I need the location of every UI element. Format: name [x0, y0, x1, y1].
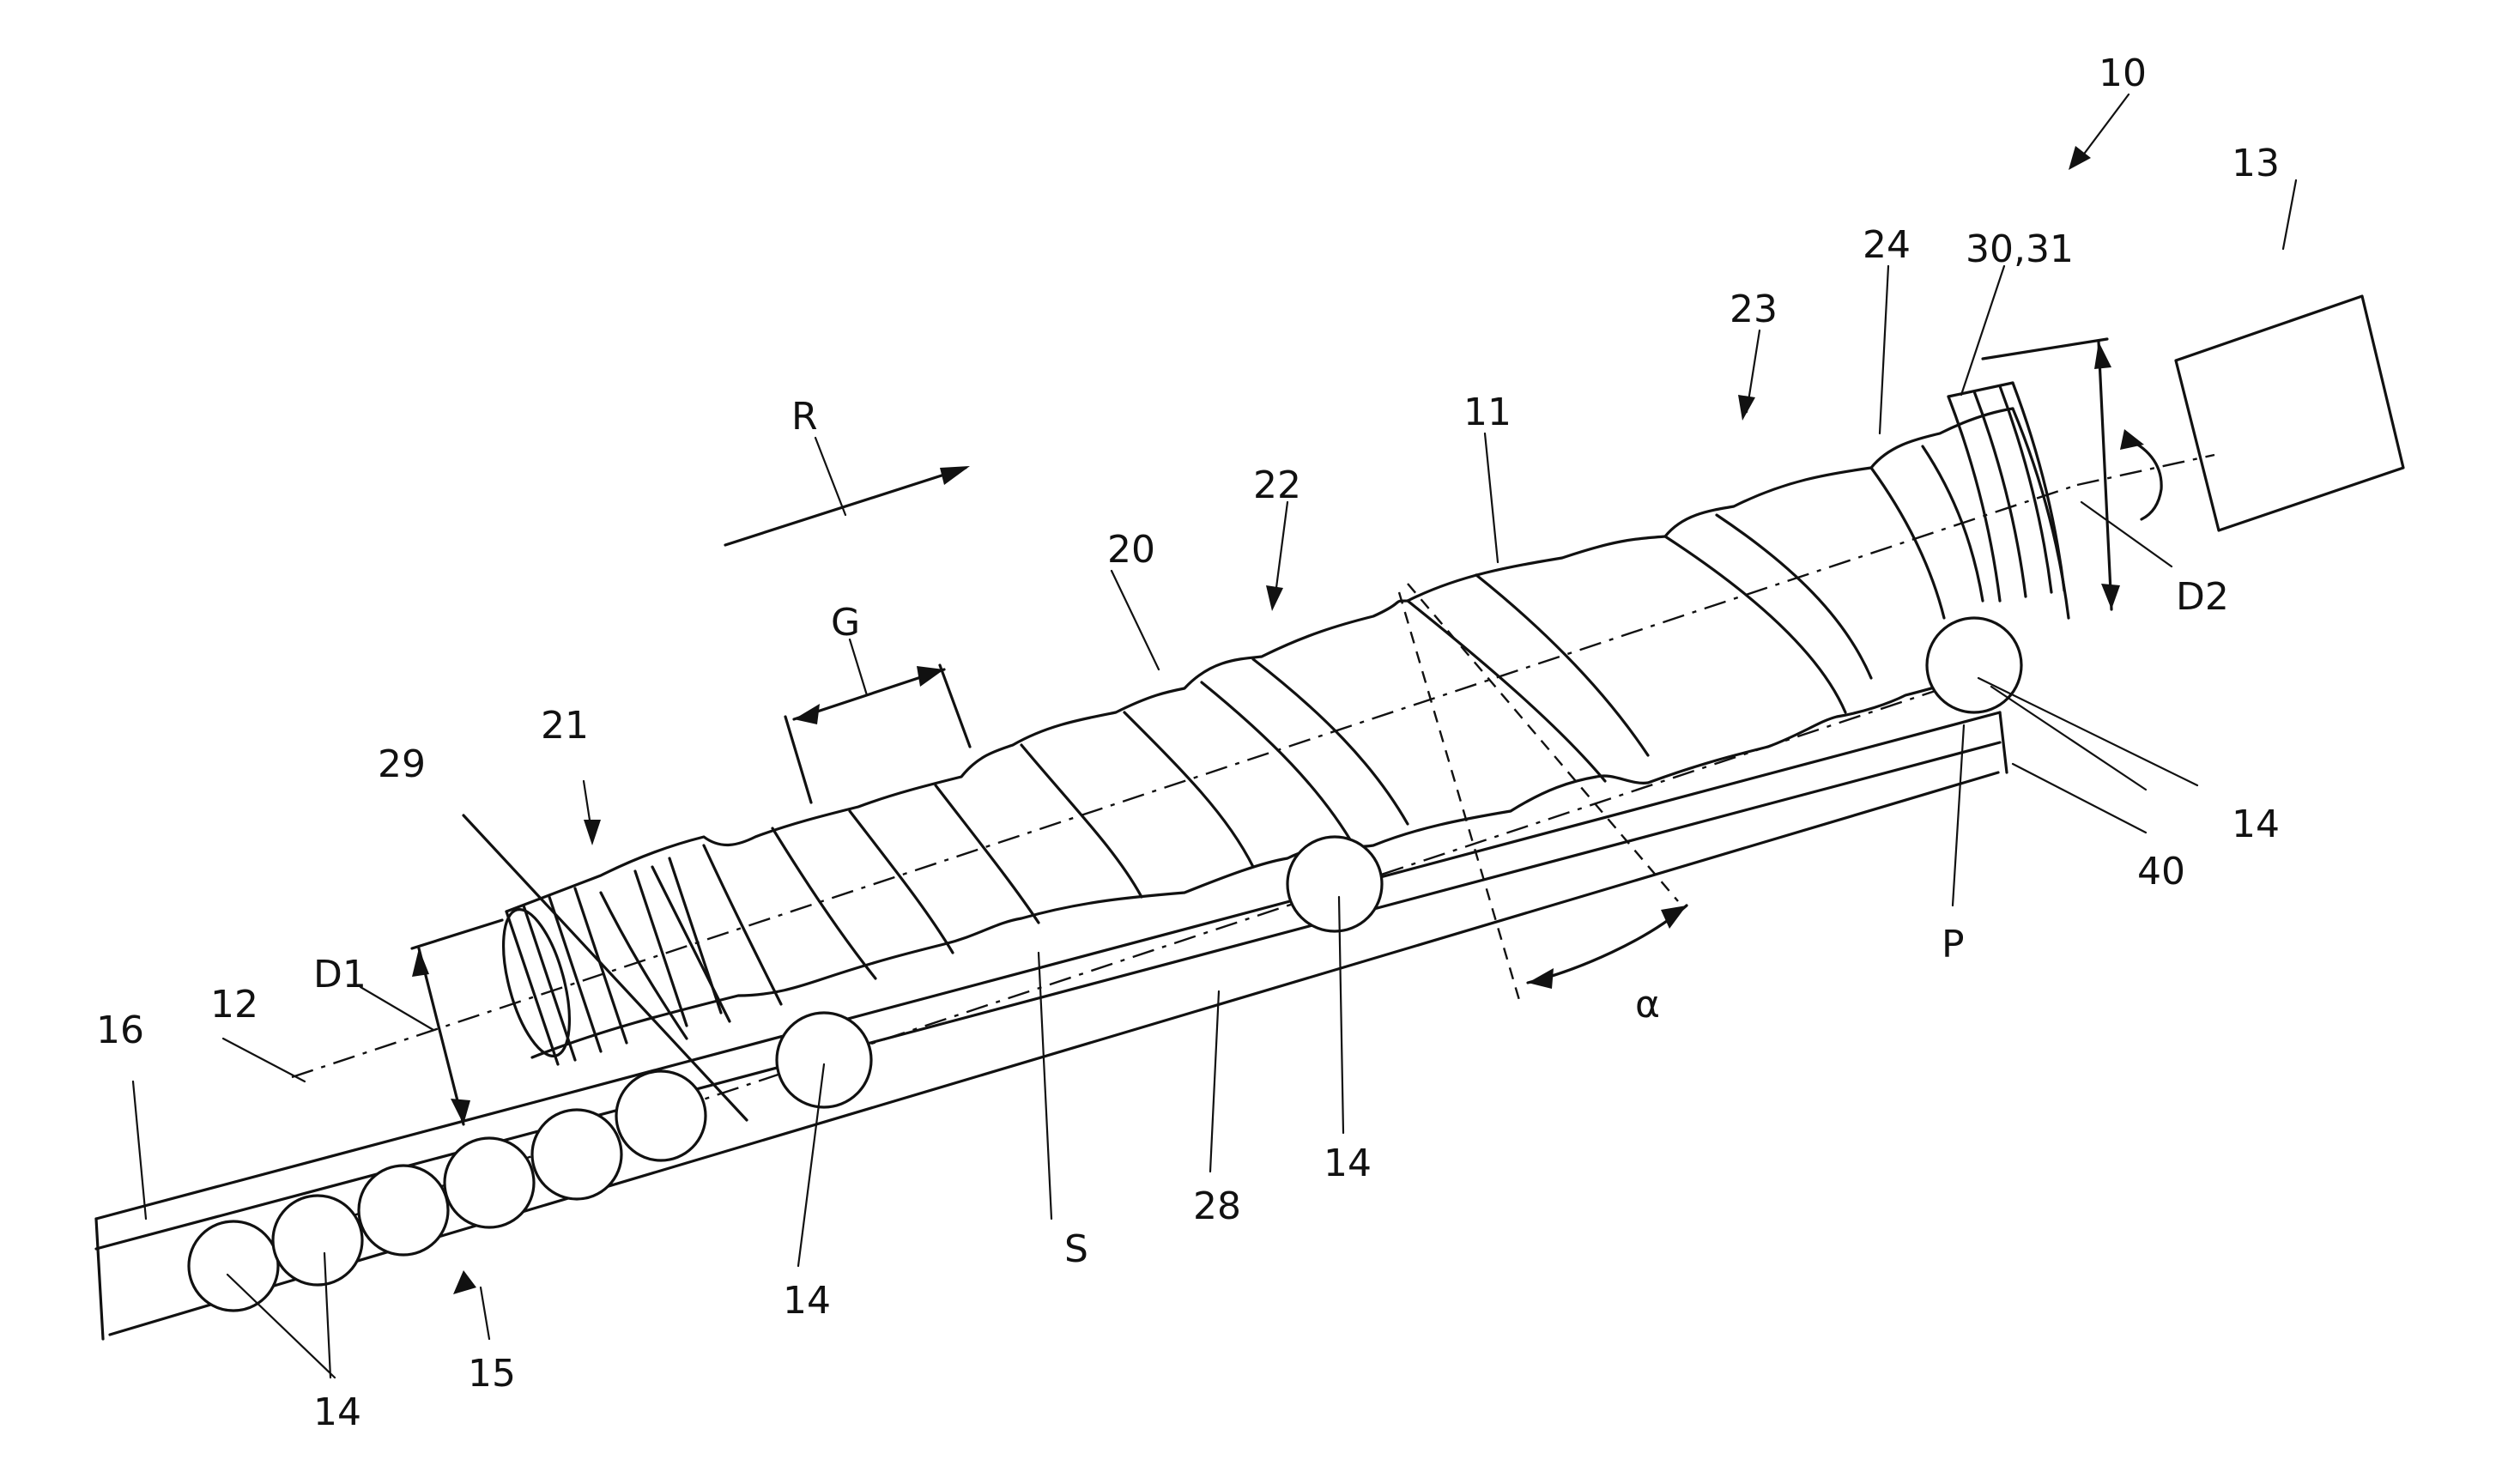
label-pitch: G — [831, 601, 860, 645]
label-feed-edge: 29 — [378, 742, 426, 786]
label-direction: R — [791, 395, 818, 439]
label-axis: 12 — [210, 983, 258, 1027]
label-device: 10 — [2099, 51, 2147, 95]
label-point-40: 40 — [2137, 850, 2185, 893]
label-ball-mid: 14 — [1324, 1142, 1372, 1185]
drive-unit — [2176, 296, 2403, 530]
balls — [189, 618, 2021, 1311]
label-end-section: 30,31 — [1966, 227, 2074, 271]
label-section-23: 23 — [1730, 288, 1778, 331]
label-groove: 24 — [1863, 223, 1911, 267]
axis-line — [292, 485, 2077, 1077]
label-ball-bottom: 14 — [313, 1390, 361, 1434]
label-screw: 11 — [1463, 391, 1512, 434]
label-angle: α — [1635, 983, 1660, 1027]
label-diameter-start: D1 — [313, 953, 367, 996]
label-position: P — [1942, 923, 1965, 966]
label-section-21: 21 — [541, 704, 589, 748]
label-channel-end: 16 — [96, 1009, 144, 1052]
label-drive: 13 — [2232, 142, 2280, 185]
label-rail: 28 — [1193, 1184, 1241, 1228]
label-section-22: 22 — [1253, 463, 1301, 507]
label-gap: S — [1064, 1227, 1088, 1271]
label-ball-right: 14 — [2232, 803, 2280, 846]
label-channel: 15 — [468, 1352, 516, 1396]
label-ball-mid-left: 14 — [783, 1279, 831, 1323]
label-thread: 20 — [1107, 528, 1155, 572]
rotation-arrow — [2124, 438, 2161, 519]
label-diameter-end: D2 — [2176, 575, 2229, 619]
